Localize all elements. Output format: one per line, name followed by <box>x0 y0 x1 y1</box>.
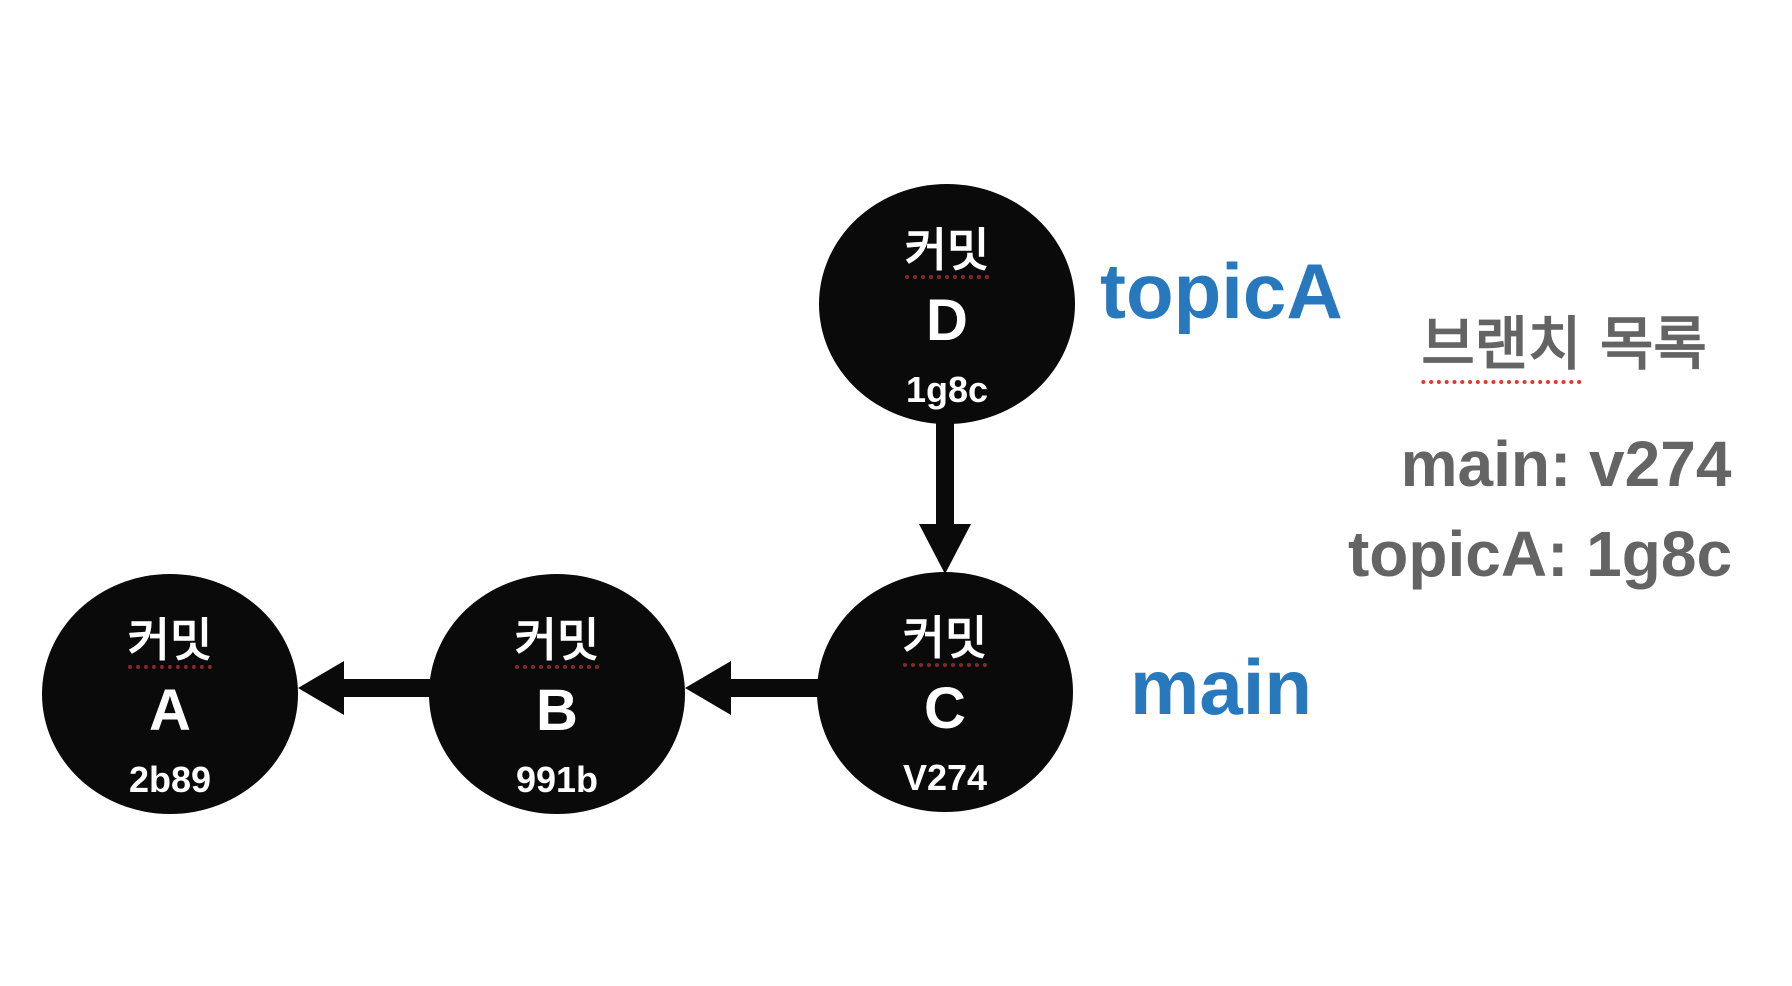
arrowhead-down-icon <box>919 524 971 574</box>
commit-word-misspelled: 커밋 <box>514 616 600 669</box>
commit-word-misspelled: 커밋 <box>902 614 988 667</box>
branch-list-title-word: 목록 <box>1599 312 1707 377</box>
commit-word-misspelled: 커밋 <box>127 616 213 669</box>
commit-hash: 1g8c <box>905 369 989 410</box>
commit-word-misspelled: 커밋 <box>904 226 990 279</box>
commit-node-d: 커밋 D 1g8c <box>819 184 1075 424</box>
commit-hash: 2b89 <box>128 759 212 800</box>
commit-hash: 991b <box>515 759 599 800</box>
commit-letter: B <box>536 678 578 743</box>
branch-list-title: 브랜치 목록 <box>1421 312 1707 384</box>
commit-letter: D <box>926 288 968 353</box>
commit-letter: C <box>924 676 966 741</box>
branch-label-topica: topicA <box>1100 247 1343 335</box>
commit-letter: A <box>149 678 191 743</box>
commit-node-a: 커밋 A 2b89 <box>42 574 298 814</box>
commit-hash: V274 <box>902 757 988 798</box>
arrow-shaft <box>725 679 823 697</box>
branch-label-main: main <box>1130 643 1313 731</box>
arrowhead-left-icon <box>298 661 344 715</box>
arrow-shaft <box>936 420 954 530</box>
commit-node-b: 커밋 B 991b <box>429 574 685 814</box>
branch-list-title-word-misspelled: 브랜치 <box>1421 312 1582 384</box>
branch-list-entry: topicA: 1g8c <box>1347 518 1733 590</box>
arrow-shaft <box>338 679 435 697</box>
branch-list-entry: main: v274 <box>1400 428 1732 500</box>
commit-node-c: 커밋 C V274 <box>817 572 1073 812</box>
arrowhead-left-icon <box>685 661 731 715</box>
